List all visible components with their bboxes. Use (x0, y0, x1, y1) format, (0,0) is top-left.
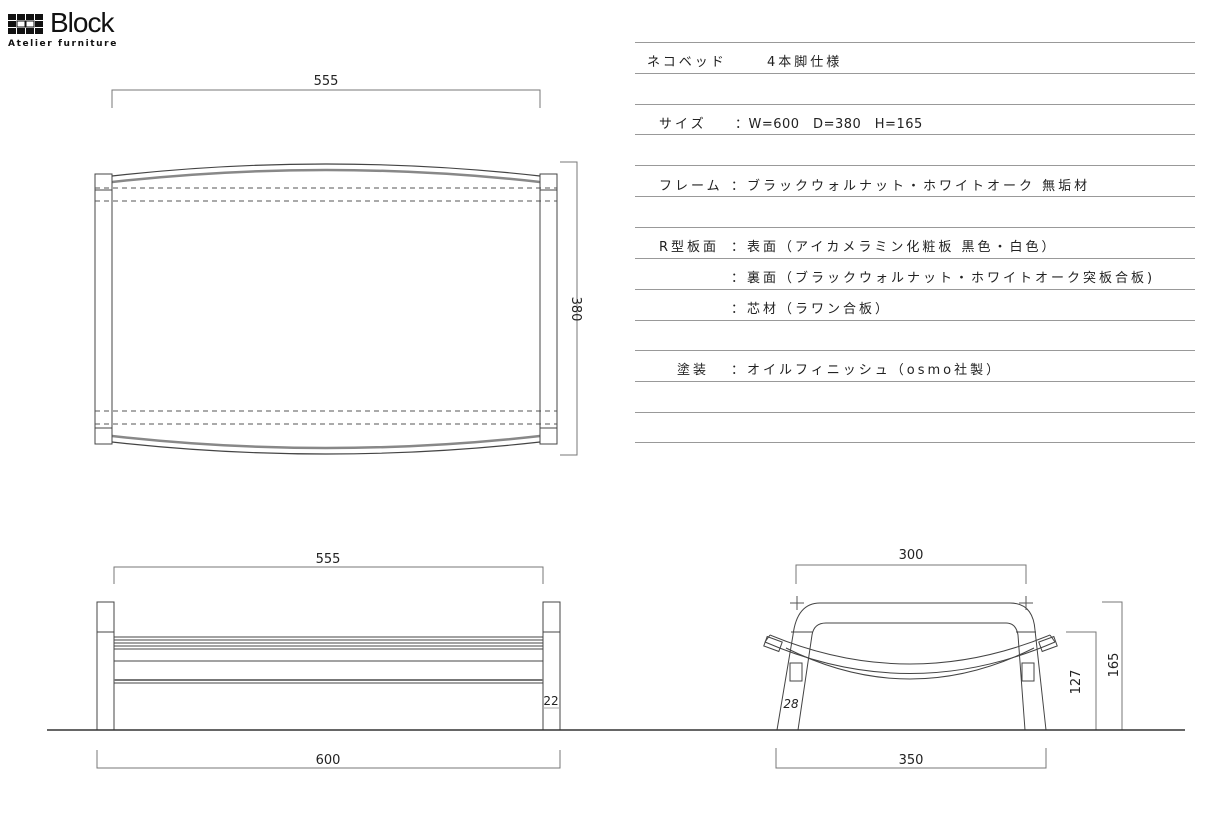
divider (635, 42, 1195, 43)
dim-top-width: 555 (314, 74, 339, 89)
dim-side-leg: 28 (783, 697, 799, 711)
dim-line-total-height (1102, 601, 1123, 730)
frame-label: フレーム (659, 179, 723, 194)
front-view (96, 566, 561, 769)
finish-value: ：オイルフィニッシュ（osmo社製） (731, 363, 1003, 378)
panel-label: R型板面 (659, 240, 720, 255)
divider (635, 350, 1195, 351)
logo-block-icon (8, 14, 43, 34)
product-variant: 4本脚仕様 (767, 55, 843, 70)
dim-total-height: 165 (1107, 653, 1122, 678)
frame-value: ：ブラックウォルナット・ホワイトオーク 無垢材 (731, 179, 1091, 194)
front-left-leg (96, 601, 115, 731)
divider (635, 134, 1195, 135)
divider (635, 196, 1195, 197)
dim-top-depth: 380 (568, 297, 583, 322)
finish-label: 塗装 (677, 363, 710, 378)
dim-front-leg: 22 (543, 694, 558, 708)
divider (635, 320, 1195, 321)
divider (635, 381, 1195, 382)
divider (635, 289, 1195, 290)
panel-surface: ：表面（アイカメラミン化粧板 黒色・白色） (731, 240, 1058, 255)
top-board-curve (111, 163, 541, 177)
dim-line-board-height (1066, 631, 1097, 730)
product-name: ネコベッド (647, 55, 727, 70)
front-right-leg (542, 601, 561, 731)
dim-line-side-base (775, 748, 1047, 769)
divider (635, 104, 1195, 105)
brand-logo: Block Atelier furniture (8, 9, 158, 54)
dim-side-base: 350 (899, 753, 924, 768)
size-value: ：W=600 D=380 H=165 (735, 117, 923, 132)
divider (635, 412, 1195, 413)
panel-core: ：芯材（ラワン合板） (731, 302, 892, 317)
divider (635, 227, 1195, 228)
side-frame-outer (776, 602, 1047, 731)
top-view (94, 89, 578, 456)
right-post (539, 173, 558, 445)
panel-back: ：裏面（ブラックウォルナット・ホワイトオーク突板合板) (731, 271, 1156, 286)
dim-front-total: 600 (316, 753, 341, 768)
divider (635, 258, 1195, 259)
left-post (94, 173, 113, 445)
divider (635, 165, 1195, 166)
dim-front-inner: 555 (316, 552, 341, 567)
divider (635, 73, 1195, 74)
dim-board-height: 127 (1069, 670, 1084, 695)
logo-wordmark: Block (50, 7, 114, 38)
side-frame-inner (797, 622, 1026, 731)
dim-line-side-top (795, 564, 1027, 584)
bottom-board-curve (111, 441, 541, 455)
divider (635, 442, 1195, 443)
logo-tagline: Atelier furniture (8, 39, 118, 49)
dim-line-front-inner (113, 566, 544, 584)
dim-line-top-width (111, 89, 541, 108)
dim-line-top-depth (560, 161, 578, 456)
side-view (763, 564, 1123, 769)
size-label: サイズ (659, 117, 707, 132)
dim-line-front-total (96, 750, 561, 769)
dim-side-top: 300 (899, 548, 924, 563)
